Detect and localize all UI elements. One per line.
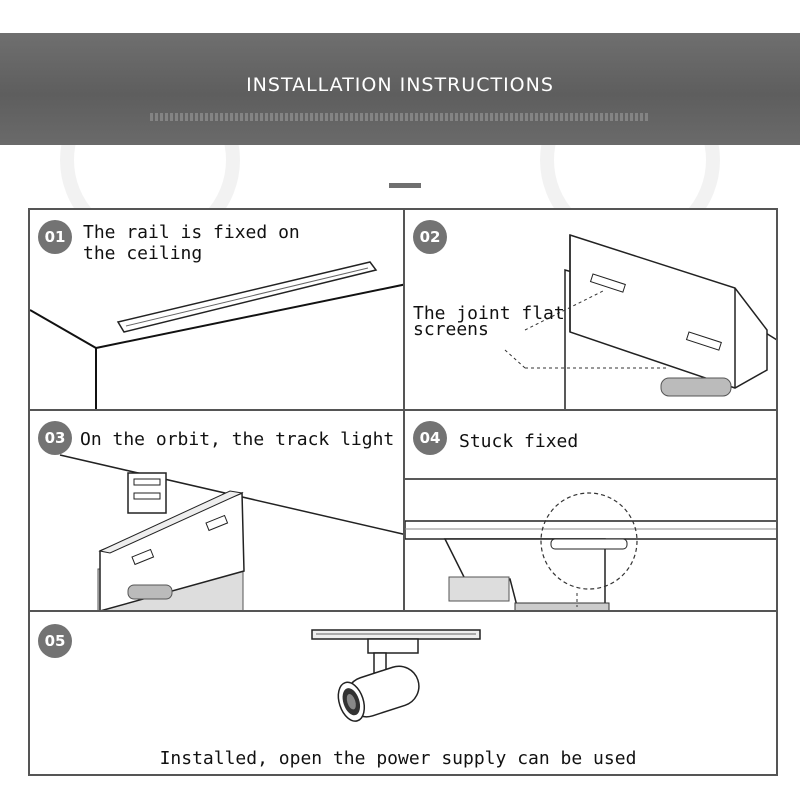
installed-track-light-illustration [311, 629, 481, 722]
step-panel-02: 02 The joint flat screens [403, 208, 778, 411]
step-panel-04: 04 Stuck fixed [403, 409, 778, 612]
step-panel-01: 01 The rail is fixed on the ceiling [28, 208, 405, 411]
step-caption: The joint flat screens [413, 303, 565, 340]
step-panel-03: 03 On the orbit, the track light [28, 409, 405, 612]
step-caption: Stuck fixed [459, 431, 579, 452]
title-divider [389, 183, 421, 188]
step-number-badge: 04 [413, 421, 447, 455]
joint-flat-screen-illustration [504, 233, 776, 409]
page-title: INSTALLATION INSTRUCTIONS [246, 74, 554, 96]
header-banner [0, 33, 800, 145]
step-number-badge: 01 [38, 220, 72, 254]
ceiling-rail-illustration [30, 261, 403, 409]
step-number-badge: 02 [413, 220, 447, 254]
step-caption: On the orbit, the track light [80, 429, 395, 450]
step-number-badge: 05 [38, 624, 72, 658]
banner-decorative-text [150, 113, 650, 121]
track-light-orbit-illustration [59, 454, 403, 610]
stuck-fixed-illustration [405, 478, 776, 610]
step-panel-05: 05 Installed, open the power supply can … [28, 610, 778, 776]
step-number-badge: 03 [38, 421, 72, 455]
step-caption: The rail is fixed on the ceiling [83, 222, 300, 264]
step-caption: Installed, open the power supply can be … [159, 748, 637, 769]
